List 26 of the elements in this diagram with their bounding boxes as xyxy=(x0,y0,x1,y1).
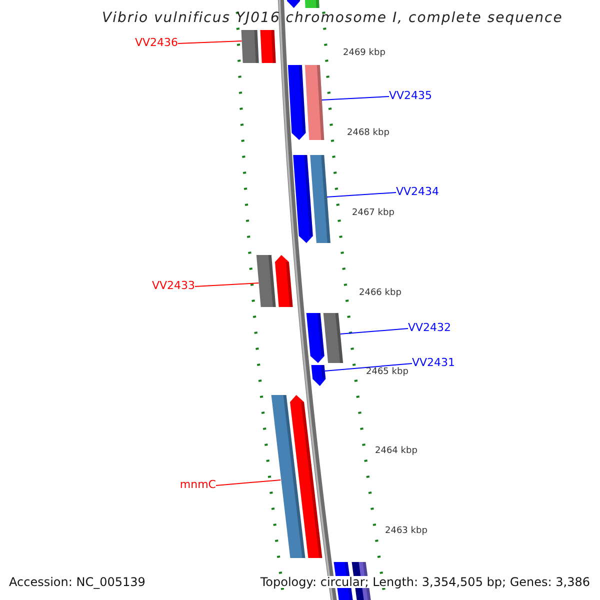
gene-label: mnmC xyxy=(180,479,216,490)
scale-label: 2468 kbp xyxy=(347,129,390,138)
gene-feature xyxy=(304,65,324,140)
scale-label: 2463 kbp xyxy=(385,527,428,536)
scale-label: 2465 kbp xyxy=(366,368,408,377)
gene-label: VV2431 xyxy=(412,357,456,368)
gene-feature xyxy=(271,395,306,558)
scale-label: 2464 kbp xyxy=(375,447,418,456)
gene-label: VV2433 xyxy=(152,280,195,291)
leader-line xyxy=(194,282,260,287)
gene-label: VV2434 xyxy=(396,186,440,197)
title: Vibrio vulnificus YJ016 chromosome I, complete sequence xyxy=(102,11,563,25)
leader-line xyxy=(324,363,412,372)
gene-feature xyxy=(241,30,259,63)
gene-feature xyxy=(310,155,330,243)
leader-line xyxy=(321,96,390,100)
gene-feature xyxy=(256,255,276,307)
accession-text: Accession: NC_005139 xyxy=(9,576,146,588)
gene-label: VV2436 xyxy=(134,37,178,48)
gene-feature xyxy=(311,365,326,386)
leader-line xyxy=(216,480,282,486)
gene-label: VV2435 xyxy=(389,90,432,101)
gene-label: VV2432 xyxy=(408,322,452,333)
leader-line xyxy=(340,328,408,334)
leader-line xyxy=(178,40,242,44)
gene-feature xyxy=(323,313,344,363)
